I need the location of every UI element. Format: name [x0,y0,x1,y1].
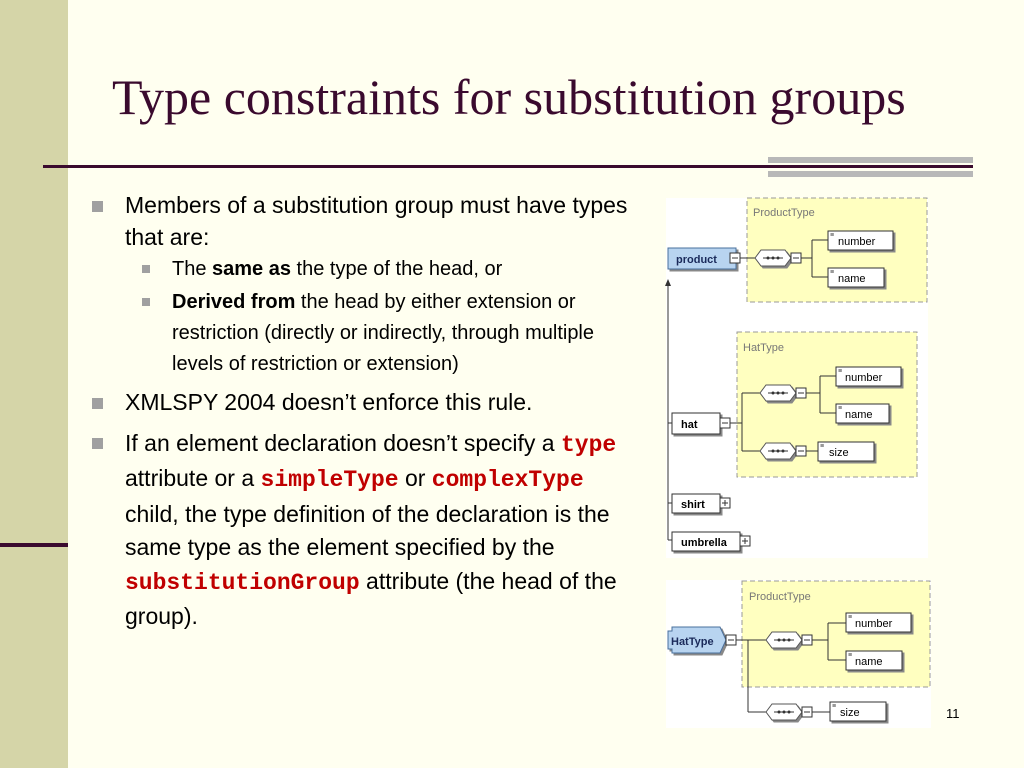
bullet-text: or [398,465,432,491]
bullet-text: attribute or a [125,465,261,491]
svg-text:≡: ≡ [830,269,834,276]
element-name-label: name [845,409,873,421]
code-simpletype: simpleType [260,467,399,493]
element-number [835,366,902,387]
subbullet-text-post: the head by either extension or restrict… [172,291,595,375]
svg-text:≡: ≡ [838,405,842,412]
element-name [827,267,885,288]
bullet-text: attribute (the head of the group). [125,567,617,630]
code-complextype: complexType [431,467,584,493]
slide-title: Type constraints for substitution groups [112,69,906,125]
element-size [829,701,887,722]
subbullet-marker [142,298,150,306]
bullet-element-declaration: If an element declaration doesn’t specif… [92,427,637,634]
element-number-label: number [855,618,893,630]
sidebar-stripe [0,543,68,547]
element-name [845,650,903,671]
svg-text:≡: ≡ [838,368,842,375]
subbullet-text-post: the type of the head, or [291,258,503,280]
subbullet-derived-from: Derived from the head by either extensio… [92,287,637,380]
subbullet-text-pre: The [172,258,213,280]
diagram-hattype: ProductType HatType ≡ number ≡ name ≡ si… [666,580,931,728]
hattype-element [667,626,727,654]
bullet-text: XMLSPY 2004 doesn’t enforce this rule. [125,389,533,415]
code-substitutiongroup: substitutionGroup [125,569,360,596]
subbullet-same-as: The same as the type of the head, or [92,254,637,285]
code-type: type [560,431,617,458]
hattype-element-label: HatType [671,636,714,648]
bullet-text: child, the type definition of the declar… [125,500,610,561]
product-label: product [676,254,717,266]
bullet-marker [92,437,103,449]
bullet-list: Members of a substitution group must hav… [92,190,637,634]
rule-decoration-top [768,157,973,163]
bullet-members: Members of a substitution group must hav… [92,190,637,253]
element-name-label: name [855,656,883,668]
bullet-xmlspy: XMLSPY 2004 doesn’t enforce this rule. [92,387,637,419]
hat-label: hat [681,419,698,431]
element-size [817,441,875,462]
umbrella-label: umbrella [681,537,728,549]
subbullet-marker [142,265,150,273]
element-name-label: name [838,273,866,285]
element-number [827,230,894,251]
bullet-marker [92,398,103,409]
element-number [845,612,912,633]
svg-text:≡: ≡ [830,232,834,239]
svg-text:≡: ≡ [848,614,852,621]
shirt-label: shirt [681,499,705,511]
hattype-label: HatType [743,342,784,354]
subbullet-bold: Derived from [172,291,296,313]
producttype-label: ProductType [749,591,811,603]
element-name [835,403,890,424]
page-number: 11 [946,706,960,721]
element-size-label: size [829,447,849,459]
diagram-substitution-group: ProductType product ≡ number ≡ name HatT… [665,197,928,558]
svg-text:≡: ≡ [820,443,824,450]
subbullet-bold: same as [212,258,291,280]
rule-decoration-bottom [768,171,973,177]
element-number-label: number [838,236,876,248]
producttype-label: ProductType [753,207,815,219]
bullet-marker [92,201,103,212]
arrow-up-icon [665,279,671,286]
sidebar-band [0,0,68,768]
element-number-label: number [845,372,883,384]
bullet-text: Members of a substitution group must hav… [125,192,628,250]
title-rule [43,165,973,168]
svg-text:≡: ≡ [832,703,836,710]
bullet-text: If an element declaration doesn’t specif… [125,429,561,456]
svg-text:≡: ≡ [848,652,852,659]
element-size-label: size [840,707,860,719]
